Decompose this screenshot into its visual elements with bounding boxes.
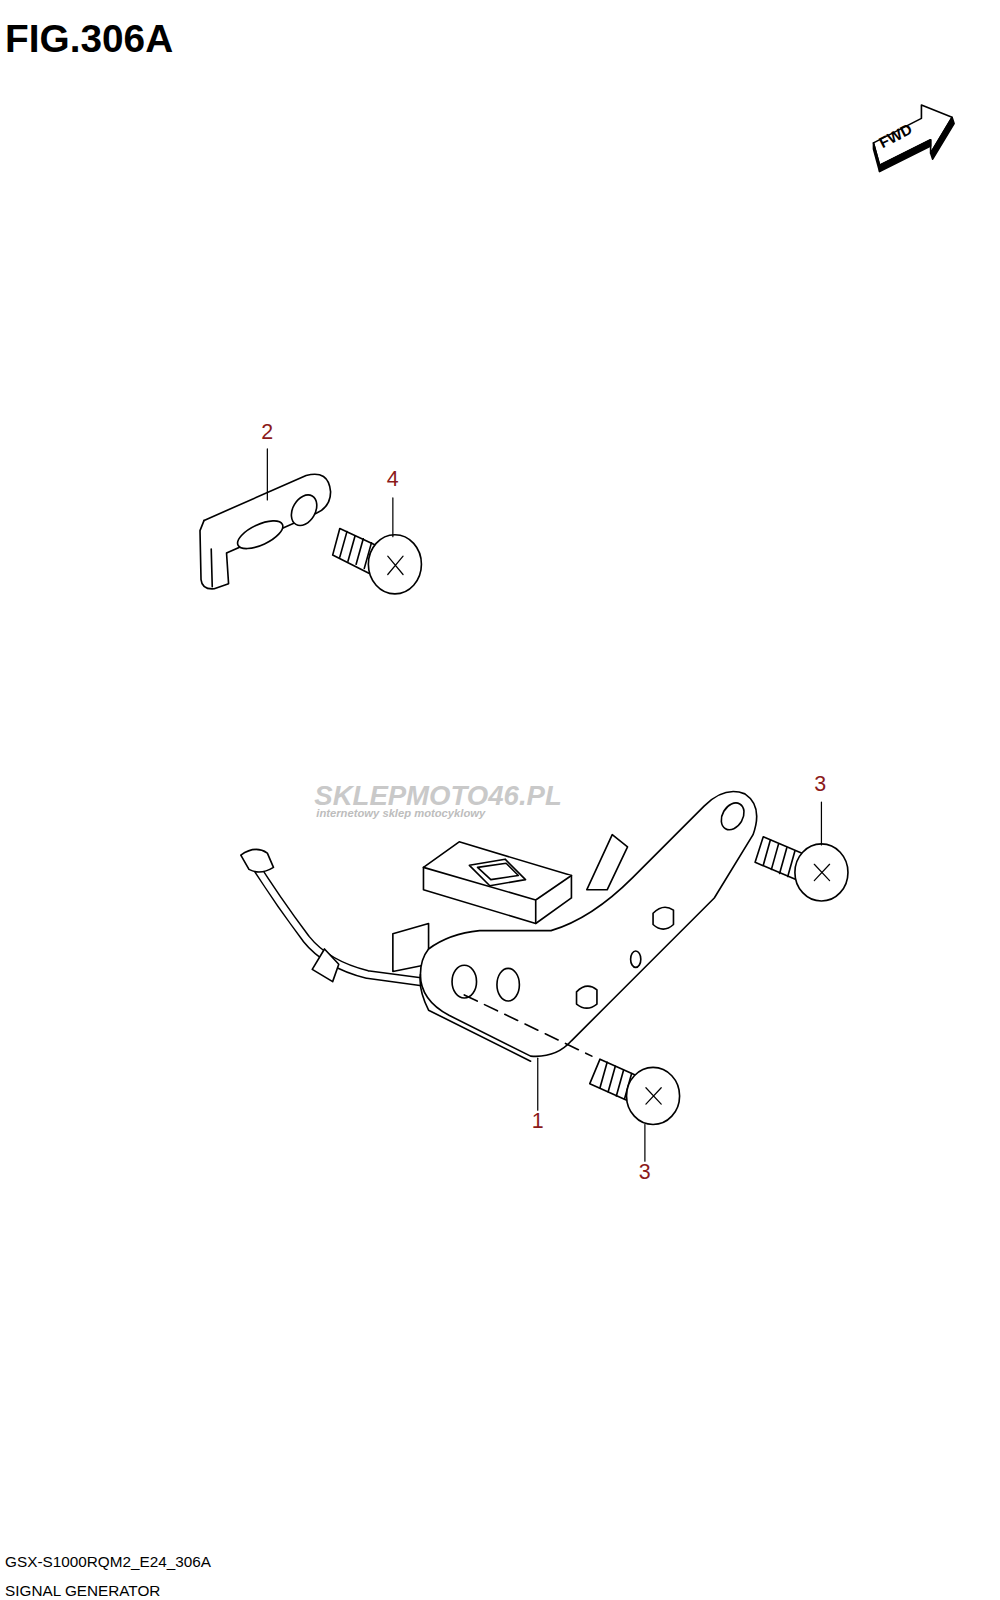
leader-line bbox=[267, 449, 821, 1161]
figure-code: GSX-S1000RQM2_E24_306A bbox=[5, 1554, 211, 1569]
signal-generator-part bbox=[241, 792, 757, 1062]
screw-part bbox=[590, 1059, 680, 1124]
callout-number: 1 bbox=[532, 1111, 544, 1132]
forward-arrow bbox=[873, 105, 954, 171]
screw-part bbox=[755, 837, 848, 901]
figure-title: FIG.306A bbox=[5, 20, 173, 59]
callout-number: 3 bbox=[639, 1162, 651, 1183]
screw-part bbox=[333, 529, 422, 594]
figure-caption: SIGNAL GENERATOR bbox=[5, 1583, 160, 1598]
callout-number: 2 bbox=[261, 422, 273, 443]
watermark: SKLEPMOTO46.PL bbox=[314, 782, 561, 810]
bracket-part bbox=[200, 474, 331, 589]
callout-number: 4 bbox=[387, 469, 399, 490]
callout-number: 3 bbox=[814, 774, 826, 795]
watermark-subtitle: internetowy sklep motocyklowy bbox=[316, 808, 485, 819]
